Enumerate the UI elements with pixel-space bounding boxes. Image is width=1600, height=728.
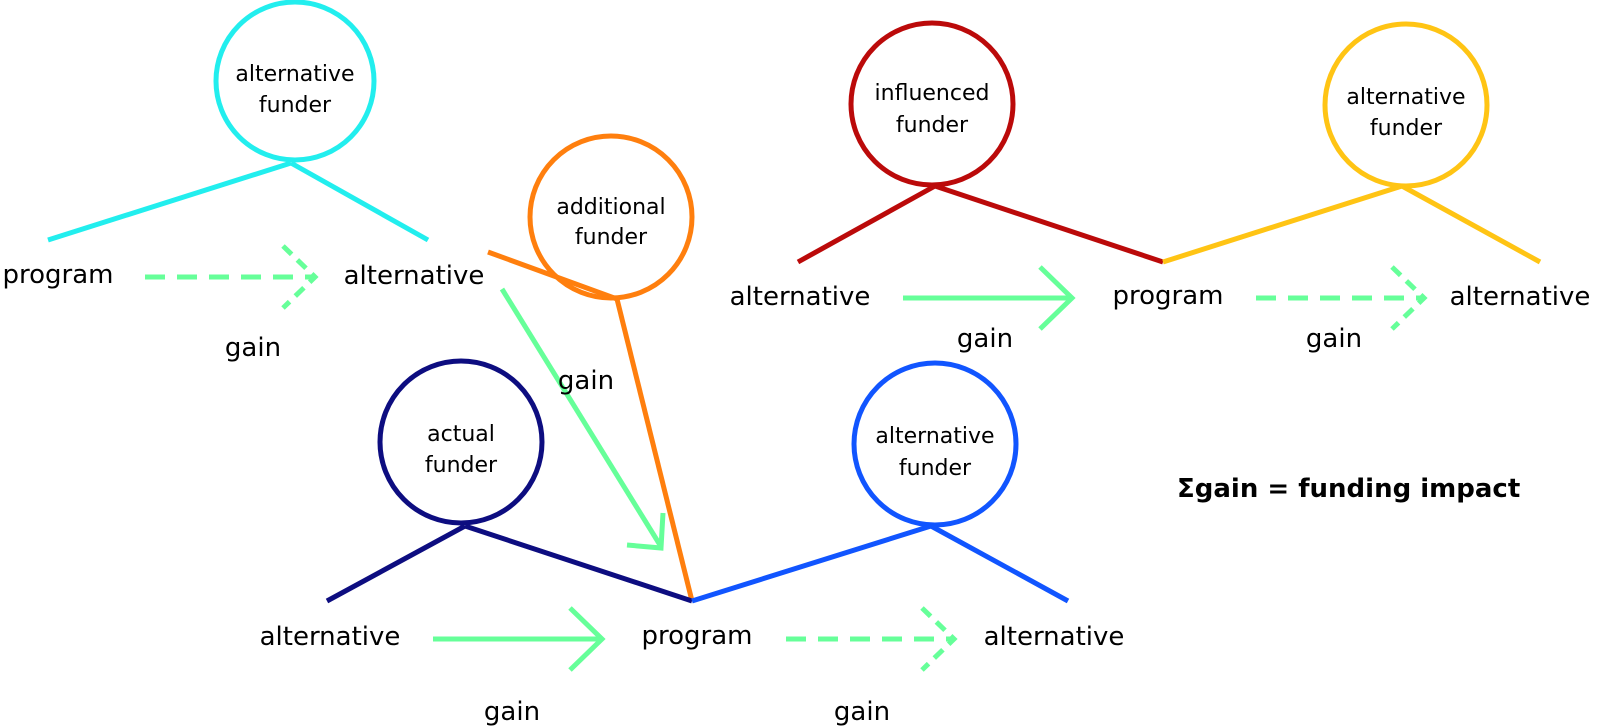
bottom-alternative-funder-branch-right bbox=[929, 523, 1070, 604]
actual-funder-branch-left bbox=[325, 523, 467, 604]
bottom-alternative-funder-branch-left bbox=[691, 523, 932, 604]
top-left-alternative-funder-circle bbox=[213, 0, 377, 163]
additional-gain-label: gain bbox=[558, 366, 614, 396]
additional-funder-label-line1: additional bbox=[556, 195, 665, 220]
top-right-right-gain-arrow bbox=[1256, 265, 1428, 331]
funding-impact-formula: Σgain = funding impact bbox=[1177, 474, 1520, 504]
influenced-funder-branch-left bbox=[796, 183, 937, 265]
actual-funder-label-line2: funder bbox=[425, 453, 498, 478]
top-right-alternative-funder-group: alternative funder bbox=[1162, 21, 1542, 265]
top-right-alternative-right-label: alternative bbox=[1450, 282, 1591, 312]
top-right-gain-right-label: gain bbox=[1306, 324, 1362, 354]
actual-funder-circle bbox=[377, 358, 545, 526]
top-left-alternative-funder-label-line1: alternative bbox=[235, 62, 354, 87]
top-right-alternative-funder-branch-left bbox=[1162, 183, 1403, 265]
influenced-funder-label-line1: influenced bbox=[875, 81, 990, 106]
bottom-right-gain-arrow bbox=[786, 606, 958, 672]
actual-funder-branch-right bbox=[464, 523, 693, 604]
bottom-alternative-funder-label-line1: alternative bbox=[875, 424, 994, 449]
actual-funder-group: actual funder bbox=[325, 358, 693, 604]
top-left-program-label: program bbox=[3, 260, 114, 290]
top-left-alternative-funder-group: alternative funder bbox=[47, 0, 430, 243]
bottom-alternative-left-label: alternative bbox=[260, 622, 401, 652]
influenced-funder-label-line2: funder bbox=[896, 113, 969, 138]
top-right-alternative-left-label: alternative bbox=[730, 282, 871, 312]
additional-gain-arrow bbox=[499, 287, 666, 551]
bottom-alternative-right-label: alternative bbox=[984, 622, 1125, 652]
top-left-gain-label: gain bbox=[225, 333, 281, 363]
bottom-alternative-funder-circle bbox=[851, 360, 1019, 528]
actual-funder-label-line1: actual bbox=[427, 422, 495, 447]
bottom-alternative-funder-group: alternative funder bbox=[691, 360, 1070, 604]
bottom-gain-right-label: gain bbox=[834, 697, 890, 727]
top-right-gain-left-label: gain bbox=[957, 324, 1013, 354]
top-right-program-label: program bbox=[1113, 281, 1224, 311]
top-right-alternative-funder-label-line1: alternative bbox=[1346, 85, 1465, 110]
top-right-alternative-funder-label-line2: funder bbox=[1370, 116, 1443, 141]
top-left-gain-arrow bbox=[145, 244, 319, 310]
bottom-left-gain-arrow bbox=[433, 606, 606, 672]
top-right-left-gain-arrow bbox=[903, 265, 1076, 331]
top-left-alternative-funder-label-line2: funder bbox=[259, 93, 332, 118]
additional-funder-branch-right bbox=[614, 298, 695, 602]
bottom-alternative-funder-label-line2: funder bbox=[899, 456, 972, 481]
influenced-funder-group: influenced funder bbox=[796, 20, 1164, 265]
influenced-funder-branch-right bbox=[934, 183, 1164, 265]
additional-funder-branch-left bbox=[487, 249, 618, 302]
top-left-funder-branch-right bbox=[289, 160, 430, 243]
top-right-alternative-funder-branch-right bbox=[1400, 183, 1542, 265]
top-left-alternative-label: alternative bbox=[344, 261, 485, 291]
additional-funder-label-line2: funder bbox=[575, 225, 648, 250]
bottom-program-label: program bbox=[642, 621, 753, 651]
top-left-funder-branch-left bbox=[47, 160, 292, 243]
additional-funder-group: additional funder bbox=[487, 133, 695, 602]
bottom-gain-left-label: gain bbox=[484, 697, 540, 727]
